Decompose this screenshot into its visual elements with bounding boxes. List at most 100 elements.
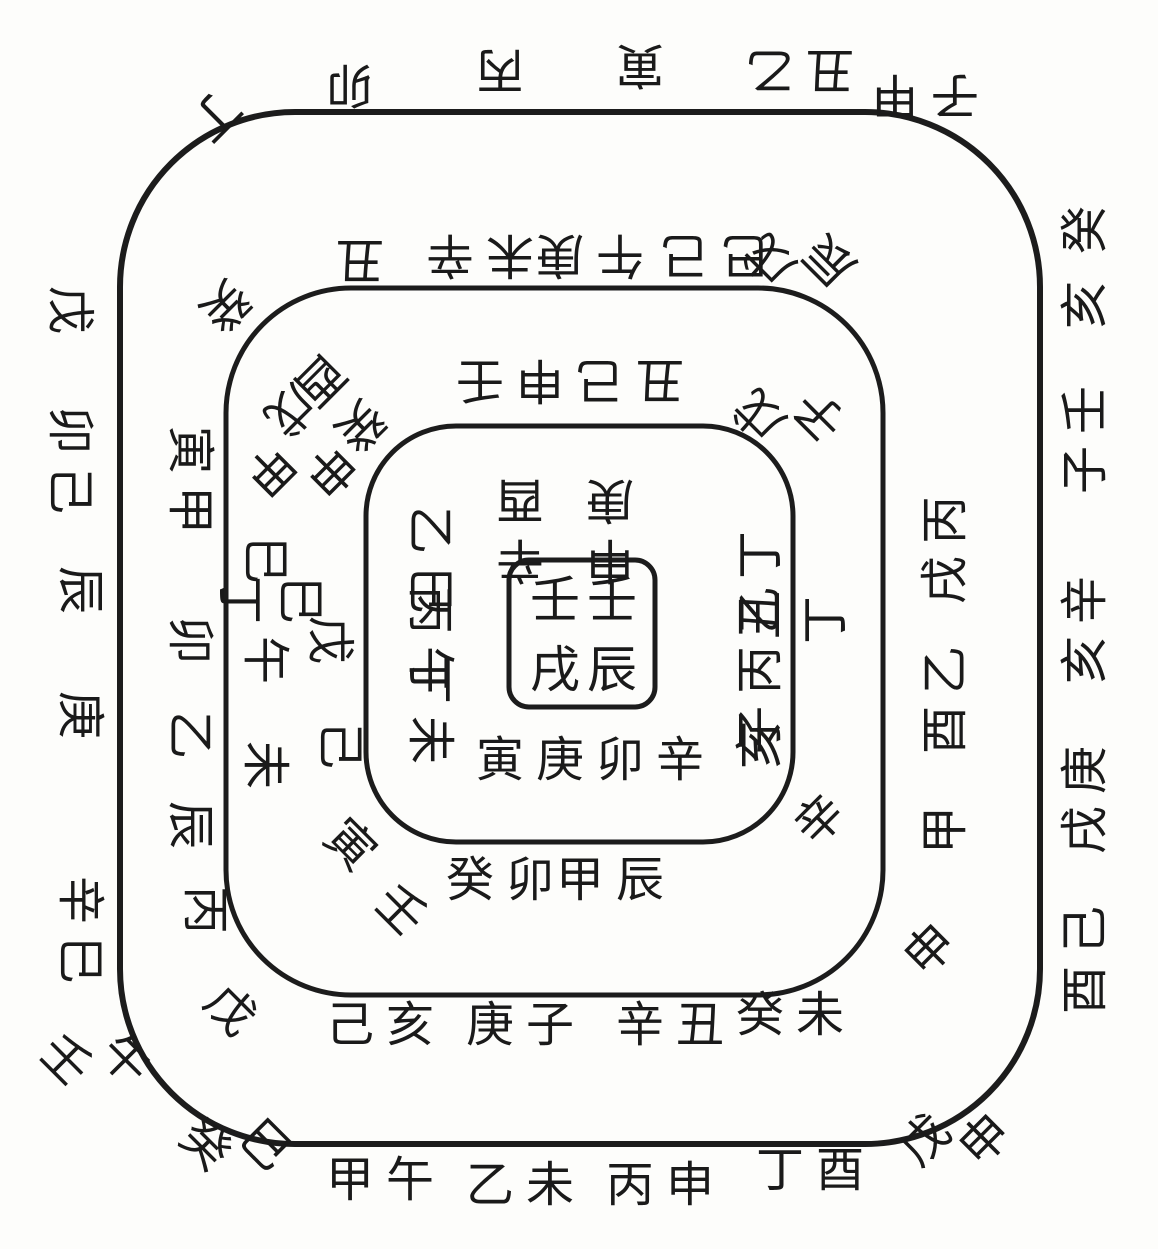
ring-glyph: 庚 bbox=[586, 472, 634, 528]
ring-glyph: 子 bbox=[931, 67, 979, 123]
ring-glyph: 乙 bbox=[402, 506, 458, 554]
ring-glyph: 寅 bbox=[476, 732, 524, 788]
ring-glyph: 庚 bbox=[536, 732, 584, 788]
ring-glyph: 乙 bbox=[746, 42, 794, 98]
ring-glyph: 卯 bbox=[596, 732, 644, 788]
ring-glyph: 丁 bbox=[178, 78, 252, 152]
ring-glyph: 丁 bbox=[756, 1142, 804, 1198]
ring-glyph: 癸 bbox=[736, 987, 784, 1043]
ring-glyph: 丑 bbox=[676, 997, 724, 1053]
ring-glyph: 辰 bbox=[793, 223, 867, 297]
ring-glyph: 己 bbox=[326, 997, 374, 1053]
ring-glyph: 未 bbox=[486, 227, 534, 283]
ring-glyph: 戊 bbox=[302, 616, 358, 664]
ring-glyph: 壬 bbox=[1057, 386, 1113, 434]
ring-glyph: 甲 bbox=[162, 486, 218, 534]
glyph-layer: 壬戌壬辰庚申酉辛丁丑乙丙子亥乙巳丙午丁未寅庚卯辛壬申己丑戊子丁辛甲辰癸卯壬寅己戊… bbox=[28, 37, 1113, 1213]
ring-glyph: 己 bbox=[42, 466, 98, 514]
ring-glyph: 丙 bbox=[476, 42, 524, 98]
ring-glyph: 辛 bbox=[783, 783, 857, 857]
ring-glyph: 丙 bbox=[606, 1157, 654, 1213]
ring-glyph: 亥 bbox=[1057, 636, 1113, 684]
ring-glyph: 巳 bbox=[402, 566, 458, 614]
ring-glyph: 乙 bbox=[162, 711, 218, 759]
center-glyph: 壬 bbox=[587, 571, 637, 629]
center-glyph: 辰 bbox=[587, 641, 637, 699]
ring-glyph: 甲 bbox=[917, 806, 973, 854]
ring-glyph: 卯 bbox=[326, 57, 374, 113]
ring-glyph: 戊 bbox=[723, 378, 797, 452]
ring-glyph: 酉 bbox=[496, 472, 544, 528]
ring-glyph: 子 bbox=[783, 378, 857, 452]
ring-glyph: 辰 bbox=[162, 801, 218, 849]
ring-glyph: 申 bbox=[586, 532, 634, 588]
outer-ring bbox=[117, 109, 1043, 1147]
center-glyph: 戌 bbox=[530, 641, 580, 699]
ring-glyph: 寅 bbox=[313, 808, 387, 882]
ring-glyph: 辛 bbox=[616, 997, 664, 1053]
ring-glyph: 巳 bbox=[237, 536, 293, 584]
ring-glyph: 庚 bbox=[466, 997, 514, 1053]
ring-glyph: 辰 bbox=[52, 566, 108, 614]
ring-glyph: 癸 bbox=[188, 268, 262, 342]
ring-glyph: 己 bbox=[576, 352, 624, 408]
ring-glyph: 己 bbox=[312, 721, 368, 769]
ring-glyph: 午 bbox=[596, 227, 644, 283]
ring-glyph: 子 bbox=[1057, 446, 1113, 494]
ring-glyph: 戊 bbox=[42, 286, 98, 334]
ring-glyph: 乙 bbox=[466, 1157, 514, 1213]
ring-glyph: 丁 bbox=[797, 596, 853, 644]
ring-glyph: 庚 bbox=[1057, 746, 1113, 794]
ring-glyph: 丁 bbox=[402, 656, 458, 704]
ring-glyph: 亥 bbox=[386, 997, 434, 1053]
ring-glyph: 未 bbox=[402, 716, 458, 764]
ring-glyph: 壬 bbox=[363, 873, 437, 947]
ring-glyph: 丑 bbox=[806, 42, 854, 98]
ring-glyph: 巳 bbox=[272, 576, 328, 624]
ring-glyph: 辛 bbox=[426, 227, 474, 283]
ring-glyph: 丑 bbox=[336, 232, 384, 288]
ring-glyph: 卯 bbox=[162, 616, 218, 664]
ring-glyph: 亥 bbox=[1057, 281, 1113, 329]
ring-glyph: 午 bbox=[386, 1152, 434, 1208]
center-glyph: 壬 bbox=[530, 571, 580, 629]
ring-glyph: 戊 bbox=[193, 973, 267, 1047]
ring-glyph: 申 bbox=[516, 352, 564, 408]
ring-glyph: 丁 bbox=[212, 576, 268, 624]
ring-glyph: 酉 bbox=[1057, 966, 1113, 1014]
ring-glyph: 辛 bbox=[1057, 576, 1113, 624]
ring-glyph: 子 bbox=[732, 706, 788, 754]
ring-glyph: 辛 bbox=[52, 876, 108, 924]
ring-glyph: 庚 bbox=[52, 691, 108, 739]
ring-glyph: 丙 bbox=[402, 586, 458, 634]
ring-glyph: 酉 bbox=[917, 706, 973, 754]
ring-glyph: 辛 bbox=[656, 732, 704, 788]
ring-glyph: 甲 bbox=[326, 1152, 374, 1208]
ring-glyph: 癸 bbox=[446, 852, 494, 908]
ring-glyph: 戌 bbox=[917, 556, 973, 604]
ring-glyph: 申 bbox=[666, 1157, 714, 1213]
ring-glyph: 卯 bbox=[506, 852, 554, 908]
ring-glyph: 寅 bbox=[162, 426, 218, 474]
ring-glyph: 丁 bbox=[732, 531, 788, 579]
ring-glyph: 丑 bbox=[636, 352, 684, 408]
ring-glyph: 丙 bbox=[917, 496, 973, 544]
ring-glyph: 甲 bbox=[871, 67, 919, 123]
ring-glyph: 癸 bbox=[1057, 206, 1113, 254]
ring-glyph: 丑 bbox=[732, 591, 788, 639]
ring-glyph: 戌 bbox=[1057, 806, 1113, 854]
ring-glyph: 酉 bbox=[816, 1142, 864, 1198]
ring-glyph: 申 bbox=[893, 913, 967, 987]
ring-glyph: 未 bbox=[237, 741, 293, 789]
ring-glyph: 丙 bbox=[177, 886, 233, 934]
ring-glyph: 午 bbox=[88, 1023, 162, 1097]
ring-glyph: 亥 bbox=[732, 721, 788, 769]
second-ring bbox=[363, 423, 796, 845]
ring-glyph: 庚 bbox=[536, 227, 584, 283]
third-ring bbox=[223, 285, 886, 998]
ring-glyph: 巳 bbox=[721, 227, 769, 283]
ring-glyph: 丙 bbox=[732, 646, 788, 694]
ring-glyph: 午 bbox=[402, 646, 458, 694]
